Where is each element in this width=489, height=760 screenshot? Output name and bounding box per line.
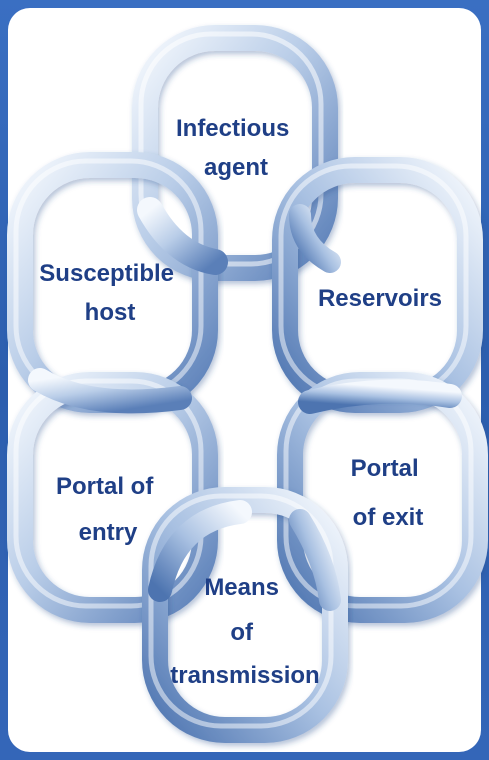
link-means-of-transmission	[142, 487, 348, 743]
label-means-of-transmission: Means of transmission	[170, 574, 319, 689]
label-reservoirs: Reservoirs	[318, 285, 442, 312]
link-reservoirs	[272, 157, 483, 413]
interlock-overlaps	[28, 197, 462, 611]
label-susceptible-host: Susceptible host	[39, 260, 180, 326]
label-infectious-agent: Infectious agent	[176, 115, 296, 181]
label-portal-of-entry: Portal of entry	[56, 473, 160, 546]
label-portal-of-exit: Portal of exit	[351, 455, 426, 531]
